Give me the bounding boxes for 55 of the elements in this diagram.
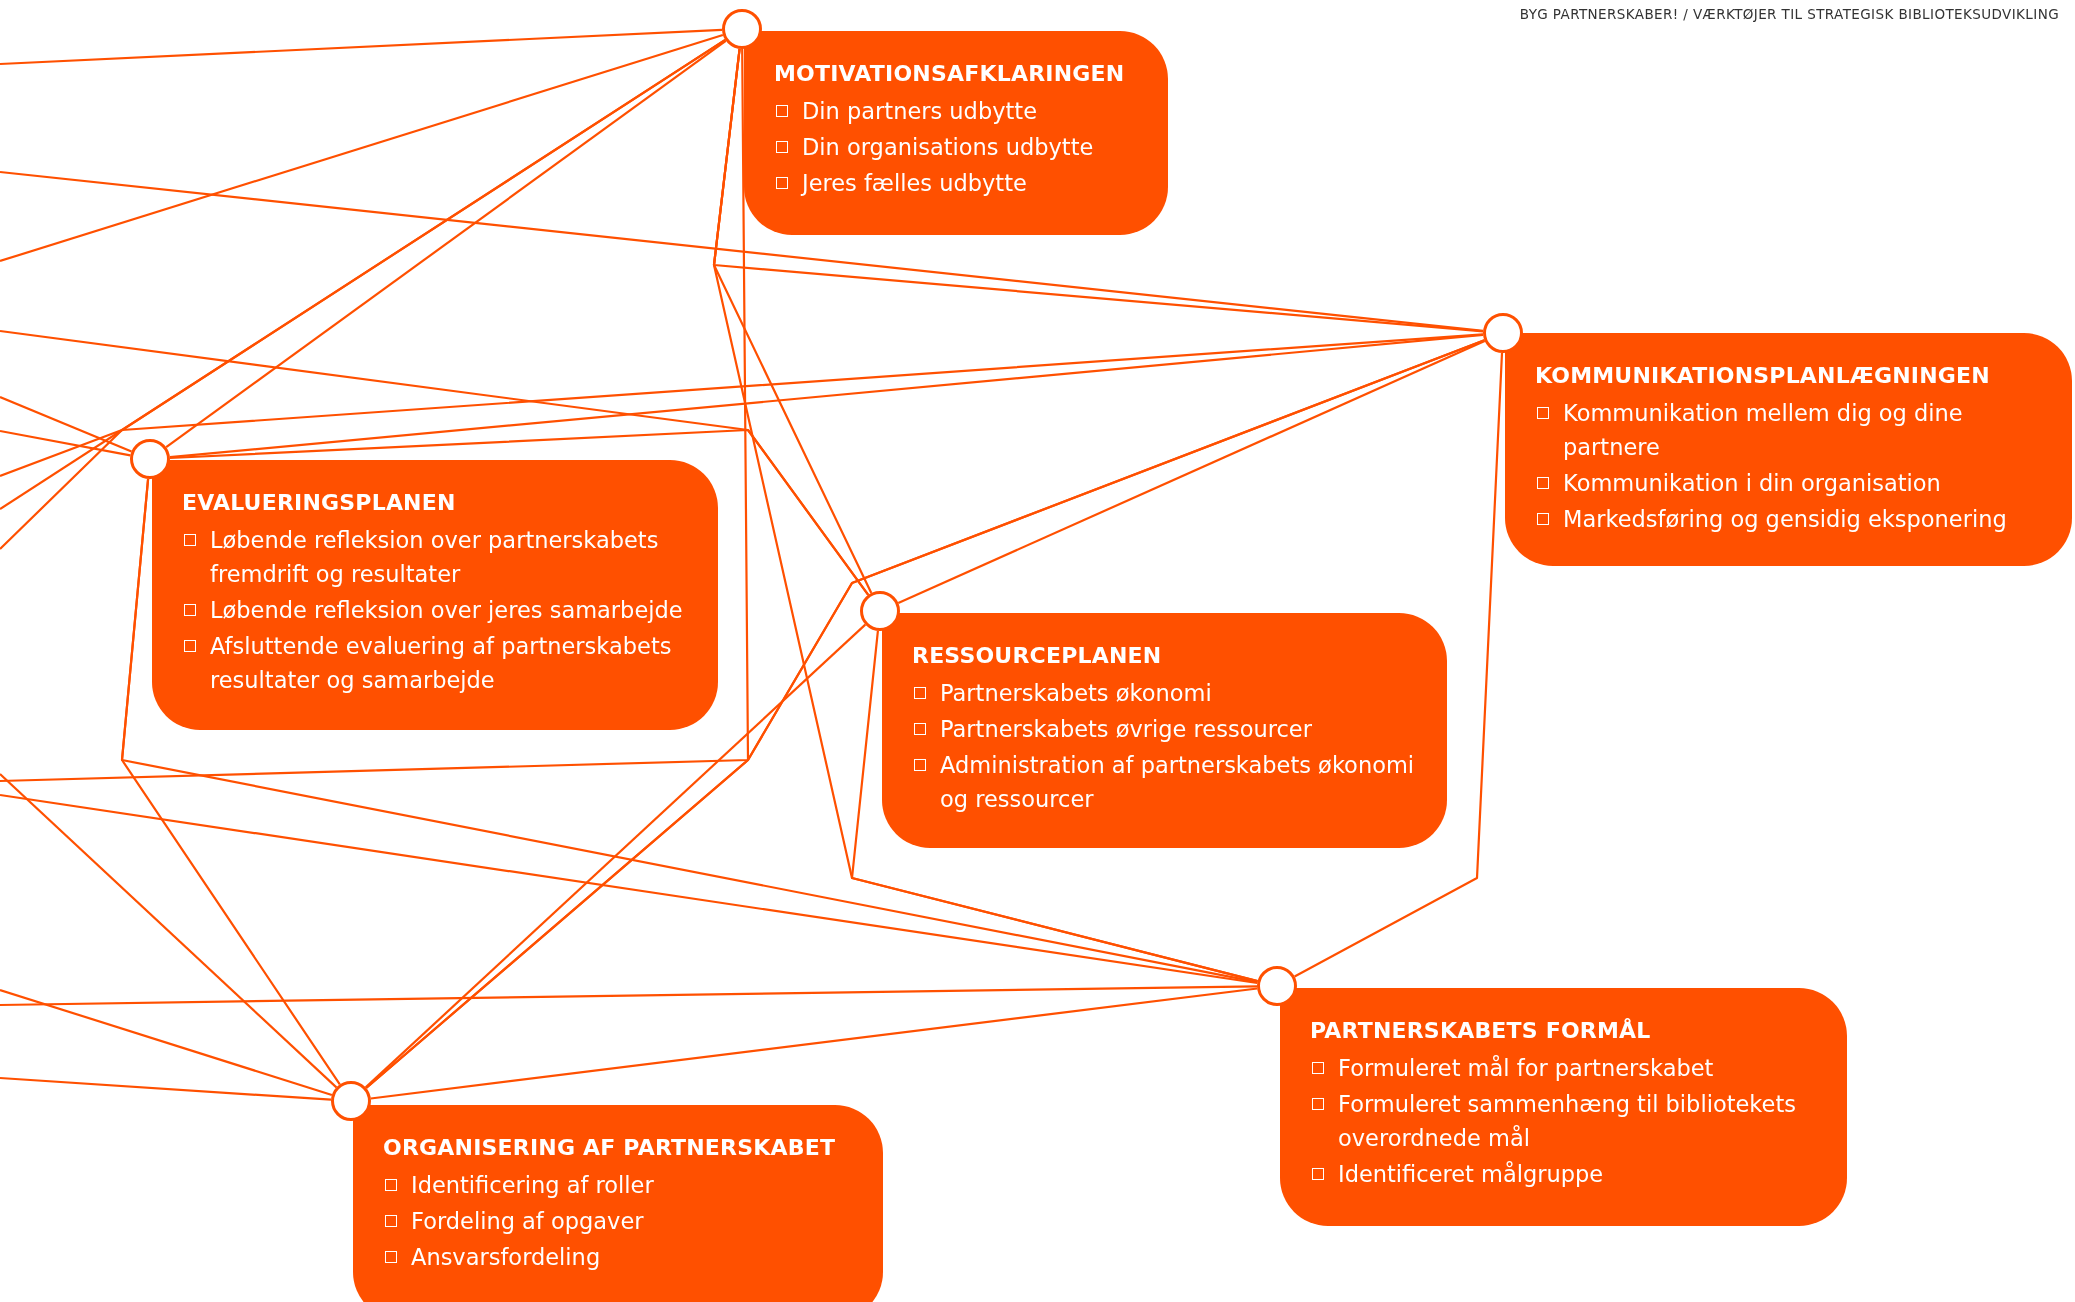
list-item: Identificeret målgruppe: [1338, 1160, 1604, 1189]
list-item: Løbende refleksion over partnerskabets fremdrift og resultater: [210, 526, 660, 589]
connector-circle: [860, 591, 900, 631]
list-item: Fordeling af opgaver: [411, 1207, 644, 1236]
connector-line: [120, 478, 341, 1085]
card-heading: KOMMUNIKATIONSPLANLÆGNINGEN: [1535, 363, 1991, 388]
connector-line: [0, 773, 338, 1089]
list-item: Løbende refleksion over jeres samarbejde: [210, 596, 683, 625]
connector-circle: [1257, 966, 1297, 1006]
connector-line: [0, 329, 870, 596]
running-header: BYG PARTNERSKABER! / VÆRKTØJER TIL STRATEGISK BIBLIOTEKSUDVIKLING: [1519, 6, 2059, 22]
card-heading: MOTIVATIONSAFKLARINGEN: [774, 61, 1126, 86]
list-item: Kommunikation i din organisation: [1563, 469, 1941, 498]
list-item: Ansvarsfordeling: [411, 1243, 601, 1272]
topic-card: [152, 460, 718, 730]
connector-circle: [130, 439, 170, 479]
connector-line: [1294, 352, 1504, 978]
connector-line: [0, 1076, 332, 1101]
connector-line: [0, 33, 724, 263]
connector-line: [0, 396, 132, 453]
list-item: Formuleret mål for partnerskabet: [1338, 1054, 1714, 1083]
list-item: Din organisations udbytte: [802, 133, 1094, 162]
connector-circle: [331, 1081, 371, 1121]
list-item: Afsluttende evaluering af partnerskabets resultater og samarbejde: [210, 632, 673, 695]
connector-line: [370, 987, 1258, 1100]
connector-line: [897, 340, 1486, 604]
list-item: Partnerskabets øvrige ressourcer: [940, 715, 1312, 744]
list-item: Formuleret sammenhæng til bibliotekets overordnede mål: [1338, 1090, 1797, 1153]
list-item: Administration af partnerskabets økonomi og ressourcer: [940, 751, 1416, 814]
connector-line: [0, 339, 1485, 783]
topic-card: [882, 613, 1447, 848]
connector-line: [0, 170, 1484, 332]
topic-card: [1505, 333, 2072, 566]
connector-line: [0, 985, 1257, 1007]
connector-line: [0, 28, 723, 66]
card-heading: PARTNERSKABETS FORMÅL: [1310, 1018, 1652, 1043]
card-heading: RESSOURCEPLANEN: [912, 643, 1163, 668]
list-item: Jeres fælles udbytte: [802, 169, 1027, 198]
list-item: Identificering af roller: [411, 1171, 654, 1200]
connector-line: [850, 630, 1258, 983]
list-item: Kommunikation mellem dig og dine partnere: [1563, 399, 1964, 462]
connector-line: [364, 623, 867, 1089]
topic-card: [353, 1105, 883, 1302]
connector-line: [0, 793, 1258, 985]
connector-line: [0, 333, 1484, 478]
topic-card: [1280, 988, 1847, 1226]
list-item: Din partners udbytte: [802, 97, 1037, 126]
list-item: Markedsføring og gensidig eksponering: [1563, 505, 2007, 534]
connector-line: [0, 988, 333, 1097]
card-heading: EVALUERINGSPLANEN: [182, 490, 457, 515]
topic-card: [744, 31, 1168, 235]
connector-line: [0, 429, 131, 457]
list-item: Partnerskabets økonomi: [940, 679, 1212, 708]
connector-line: [165, 39, 727, 449]
card-heading: ORGANISERING AF PARTNERSKABET: [383, 1135, 837, 1160]
